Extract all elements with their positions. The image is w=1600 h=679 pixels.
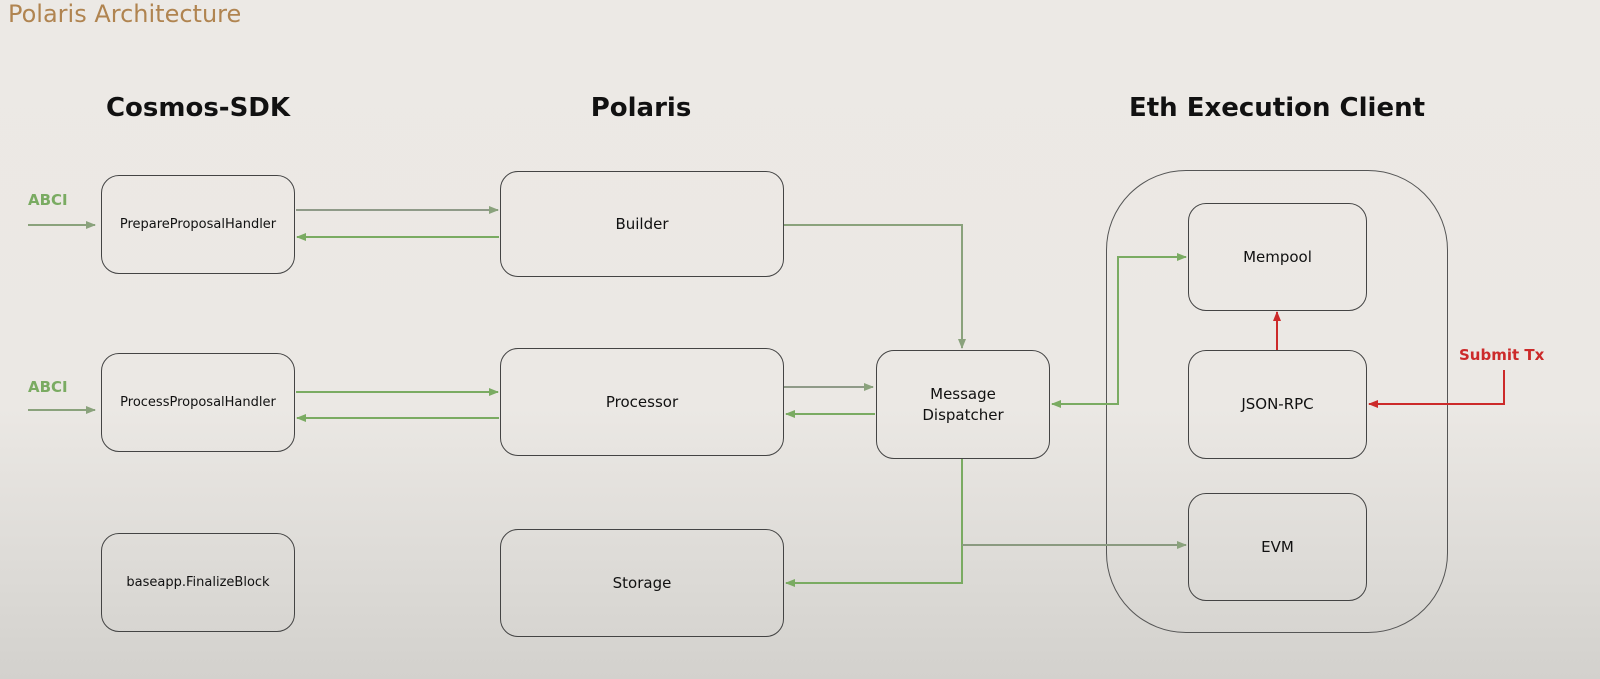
eth-client-container	[1106, 170, 1448, 633]
arrow-dispatcher-mempool	[1117, 253, 1187, 404]
column-heading-eth: Eth Execution Client	[1128, 93, 1426, 123]
prepare-proposal-handler-box: PrepareProposalHandler	[101, 175, 295, 274]
mempool-box: Mempool	[1188, 203, 1367, 311]
page-title: Polaris Architecture	[8, 0, 242, 28]
finalize-block-box: baseapp.FinalizeBlock	[101, 533, 295, 632]
arrow-submit-jsonrpc	[1368, 370, 1505, 408]
column-heading-cosmos: Cosmos-SDK	[105, 93, 291, 123]
message-dispatcher-box: Message Dispatcher	[876, 350, 1050, 459]
submit-tx-label: Submit Tx	[1459, 346, 1545, 364]
column-heading-polaris: Polaris	[590, 93, 692, 123]
processor-box: Processor	[500, 348, 784, 456]
json-rpc-box: JSON-RPC	[1188, 350, 1367, 459]
abci-label-2: ABCI	[28, 378, 68, 396]
arrow-builder-dispatcher	[784, 224, 966, 349]
evm-box: EVM	[1188, 493, 1367, 601]
process-proposal-handler-box: ProcessProposalHandler	[101, 353, 295, 452]
abci-label-1: ABCI	[28, 191, 68, 209]
arrow-dispatcher-storage	[785, 459, 963, 587]
storage-box: Storage	[500, 529, 784, 637]
builder-box: Builder	[500, 171, 784, 277]
